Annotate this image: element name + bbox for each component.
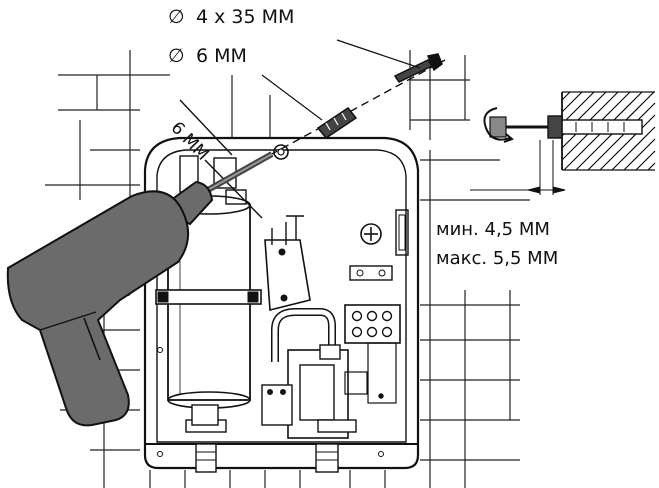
drill-diameter-dimension bbox=[179, 99, 263, 219]
wall-section-detail bbox=[470, 91, 656, 195]
drill-axis-line bbox=[269, 59, 446, 156]
dowel-leader-line bbox=[261, 74, 323, 121]
screw-size-label: ∅ 4 x 35 MM bbox=[168, 6, 294, 28]
diameter-symbol: ∅ bbox=[168, 45, 185, 67]
dowel-size-label: ∅ 6 MM bbox=[168, 45, 247, 67]
water-heater-icon bbox=[143, 136, 420, 473]
diameter-symbol: ∅ bbox=[168, 6, 185, 28]
screw-icon bbox=[393, 53, 443, 83]
depth-max-label: макс. 5,5 MM bbox=[436, 248, 559, 269]
drill-icon bbox=[6, 151, 274, 427]
screw-size-text: 4 x 35 MM bbox=[196, 6, 295, 28]
dowel-size-text: 6 MM bbox=[196, 45, 247, 67]
wall-plug-icon bbox=[316, 106, 358, 140]
screw-leader-line bbox=[336, 39, 421, 69]
depth-min-label: мин. 4,5 MM bbox=[436, 219, 550, 240]
